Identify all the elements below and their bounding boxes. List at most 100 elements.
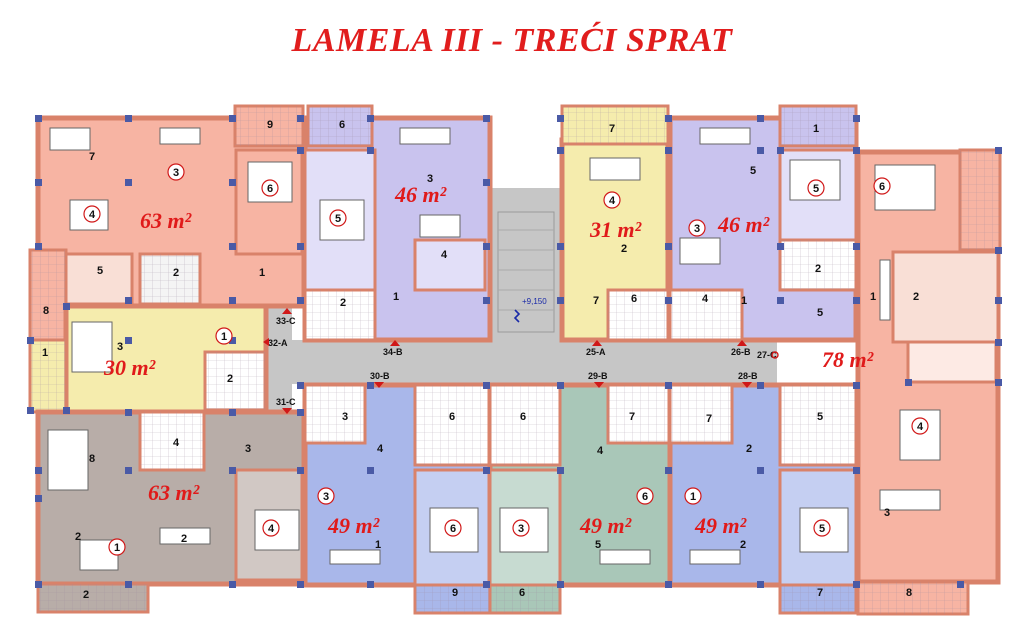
door-markers	[263, 308, 779, 414]
room-number: 7	[593, 295, 599, 307]
room-number: 9	[267, 119, 273, 131]
pillar	[35, 581, 42, 588]
pillar	[297, 297, 304, 304]
pillar	[853, 243, 860, 250]
area-labels: 63 m² 46 m² 31 m² 46 m² 30 m² 78 m² 63 m…	[103, 182, 874, 538]
pillar	[63, 407, 70, 414]
room-number: 1	[221, 331, 227, 343]
room-number-ring	[688, 219, 706, 237]
room-number: 2	[740, 539, 746, 551]
room-number: 4	[377, 443, 384, 455]
door-label: 29-B	[588, 371, 608, 381]
pillar	[777, 297, 784, 304]
room-number: 5	[817, 411, 823, 423]
room-number: 5	[335, 213, 341, 225]
pillar	[665, 147, 672, 154]
room-number-ring	[684, 487, 702, 505]
pillar	[665, 382, 672, 389]
elevation-label: +9,150	[522, 297, 547, 306]
pillar	[557, 467, 564, 474]
pillar	[665, 581, 672, 588]
pillar	[297, 467, 304, 474]
pillar	[557, 147, 564, 154]
room-number: 4	[597, 445, 604, 457]
pillar	[995, 147, 1002, 154]
pillar	[853, 115, 860, 122]
pillar	[483, 581, 490, 588]
page-title: LAMELA III - TREĆI SPRAT	[291, 22, 733, 59]
pillar	[853, 147, 860, 154]
room-number-ring	[444, 519, 462, 537]
room-number: 3	[342, 411, 348, 423]
room-number: 2	[227, 373, 233, 385]
room-number-ring	[317, 487, 335, 505]
pillar	[777, 243, 784, 250]
pillar	[229, 297, 236, 304]
area-label: 78 m²	[822, 347, 874, 372]
room-number: 4	[89, 209, 96, 221]
room-number-ring	[329, 209, 347, 227]
pillar	[757, 382, 764, 389]
room-number: 4	[268, 523, 275, 535]
pillar	[757, 115, 764, 122]
pillar	[125, 581, 132, 588]
room-number: 9	[452, 587, 458, 599]
room-number: 7	[89, 151, 95, 163]
pillar	[905, 379, 912, 386]
room-number-ring	[512, 519, 530, 537]
room-number: 1	[813, 123, 819, 135]
area-label: 63 m²	[140, 208, 192, 233]
area-label: 46 m²	[394, 182, 447, 207]
elevation-mark: +9,150	[513, 297, 547, 323]
pillar	[483, 382, 490, 389]
pillar	[665, 243, 672, 250]
pillar	[229, 409, 236, 416]
pillar	[125, 467, 132, 474]
room-number: 6	[450, 523, 456, 535]
room-number: 6	[642, 491, 648, 503]
elevation-icon	[513, 309, 521, 323]
pillar	[557, 382, 564, 389]
pillar	[557, 243, 564, 250]
room-number-ring	[603, 191, 621, 209]
pillar	[35, 495, 42, 502]
door-label: 27-C	[757, 350, 777, 360]
room-number: 4	[441, 249, 448, 261]
pillar	[995, 247, 1002, 254]
room-number: 8	[89, 453, 95, 465]
pillar	[35, 467, 42, 474]
room-number: 1	[741, 295, 747, 307]
pillar	[229, 243, 236, 250]
pillar	[297, 243, 304, 250]
pillar	[853, 581, 860, 588]
room-number: 2	[75, 531, 81, 543]
area-label: 30 m²	[103, 355, 156, 380]
room-number-ring	[261, 179, 279, 197]
pillar	[853, 382, 860, 389]
room-number-ring	[813, 519, 831, 537]
room-number: 7	[706, 413, 712, 425]
room-number: 5	[750, 165, 756, 177]
pillar	[483, 115, 490, 122]
room-number-ring	[83, 205, 101, 223]
pillar	[557, 581, 564, 588]
pillar	[367, 581, 374, 588]
room-number: 4	[609, 195, 616, 207]
room-number: 4	[702, 293, 709, 305]
room-number: 2	[746, 443, 752, 455]
room-number: 2	[83, 589, 89, 601]
door-label: 28-B	[738, 371, 758, 381]
pillar	[229, 581, 236, 588]
pillar	[125, 179, 132, 186]
room-number: 4	[173, 437, 180, 449]
room-number: 3	[173, 167, 179, 179]
room-number: 3	[117, 341, 123, 353]
room-number-ring	[108, 538, 126, 556]
pillar	[297, 382, 304, 389]
structural-pillars	[27, 115, 1002, 588]
pillar	[995, 339, 1002, 346]
room-number: 5	[817, 307, 823, 319]
pillar	[35, 179, 42, 186]
pillar	[665, 297, 672, 304]
room-number: 8	[43, 305, 49, 317]
